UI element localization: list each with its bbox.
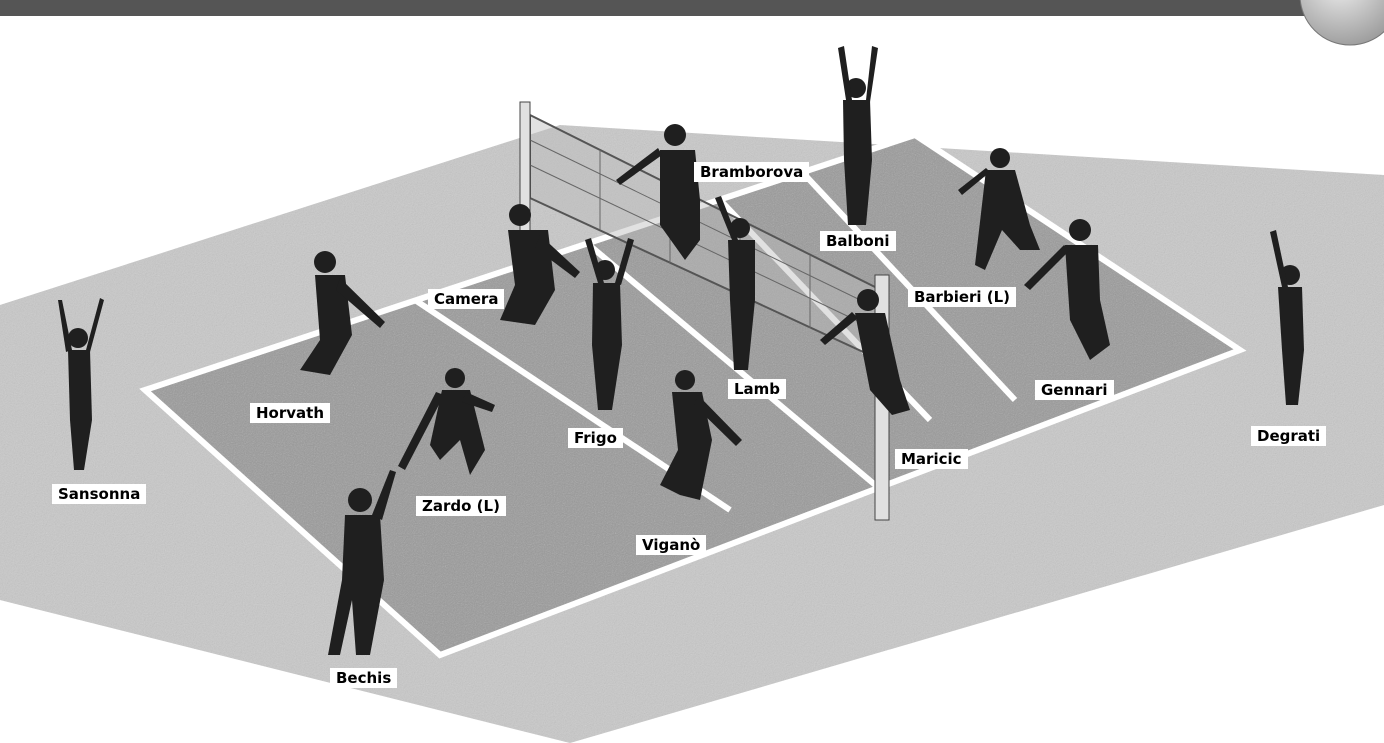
label-bramborova: Bramborova — [694, 162, 809, 182]
label-bechis: Bechis — [330, 668, 397, 688]
volleyball-icon — [1300, 0, 1384, 45]
top-banner — [0, 0, 1384, 16]
label-sansonna: Sansonna — [52, 484, 146, 504]
label-degrati: Degrati — [1251, 426, 1326, 446]
label-lamb: Lamb — [728, 379, 786, 399]
label-vigano: Viganò — [636, 535, 706, 555]
label-maricic: Maricic — [895, 449, 968, 469]
label-camera: Camera — [428, 289, 504, 309]
label-horvath: Horvath — [250, 403, 330, 423]
label-zardo: Zardo (L) — [416, 496, 506, 516]
label-frigo: Frigo — [568, 428, 623, 448]
label-gennari: Gennari — [1035, 380, 1114, 400]
label-barbieri: Barbieri (L) — [908, 287, 1016, 307]
label-balboni: Balboni — [820, 231, 896, 251]
